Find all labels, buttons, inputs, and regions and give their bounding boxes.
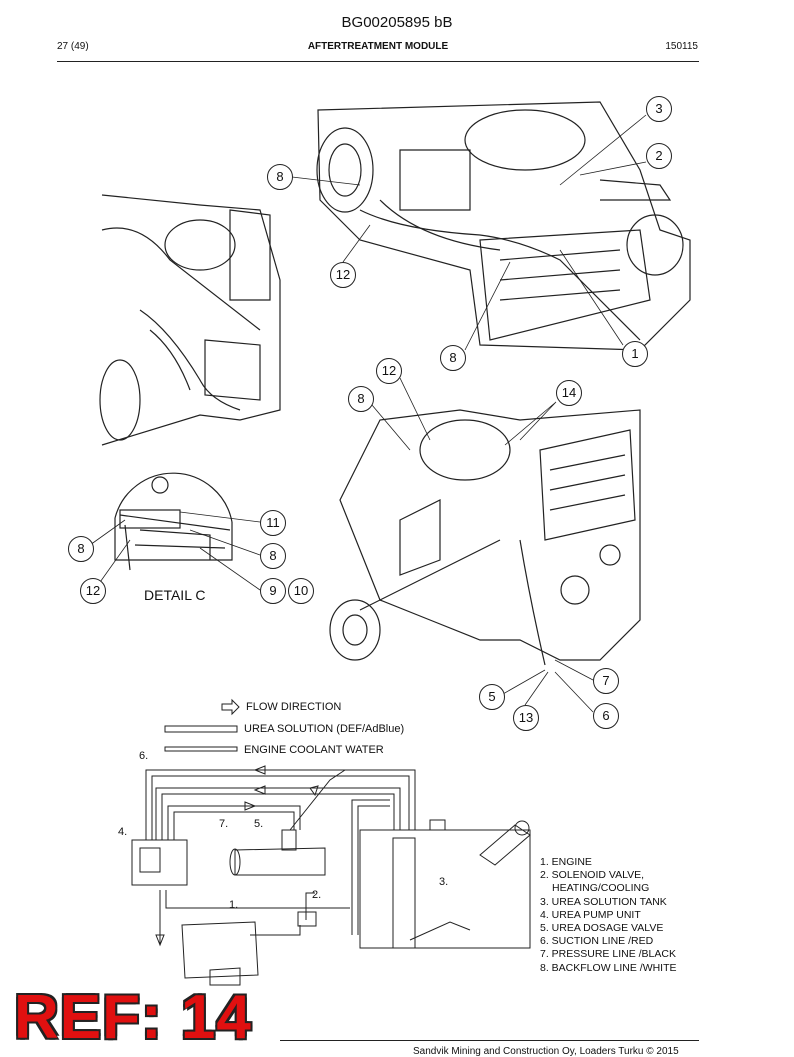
page-title: AFTERTREATMENT MODULE xyxy=(307,41,449,52)
flow-direction-label: FLOW DIRECTION xyxy=(246,701,342,713)
engine-illustration-middle xyxy=(329,409,641,666)
urea-line-swatch xyxy=(164,725,238,733)
callout-9: 9 xyxy=(260,578,286,604)
engine-illustration-left xyxy=(99,194,281,446)
schematic-label-5: 5. xyxy=(254,818,264,830)
legend-item: 5. UREA DOSAGE VALVE xyxy=(540,922,664,935)
legend-item: 3. UREA SOLUTION TANK xyxy=(540,895,667,908)
urea-solution-label: UREA SOLUTION (DEF/AdBlue) xyxy=(244,723,405,735)
header-rule xyxy=(57,61,699,62)
legend-item: 8. BACKFLOW LINE /WHITE xyxy=(540,961,677,974)
callout-5: 5 xyxy=(479,684,505,710)
urea-tank-shape xyxy=(359,829,531,949)
legend-item: 2. SOLENOID VALVE, xyxy=(540,869,645,882)
engine-block-shape xyxy=(181,921,259,979)
callout-10: 10 xyxy=(288,578,314,604)
legend-item: 6. SUCTION LINE /RED xyxy=(540,935,654,948)
callout-2: 2 xyxy=(646,143,672,169)
callout-8: 8 xyxy=(348,386,374,412)
legend-item: HEATING/COOLING xyxy=(552,882,650,895)
detail-c-illustration xyxy=(114,472,233,571)
flow-schematic xyxy=(131,765,531,986)
callout-12: 12 xyxy=(376,358,402,384)
schematic-label-1: 1. xyxy=(229,899,239,911)
coolant-water-label: ENGINE COOLANT WATER xyxy=(244,744,384,756)
footer-copyright: Sandvik Mining and Construction Oy, Load… xyxy=(413,1046,679,1057)
document-code: 150115 xyxy=(665,41,698,52)
legend-item: 7. PRESSURE LINE /BLACK xyxy=(540,948,676,961)
callout-12: 12 xyxy=(80,578,106,604)
page-number: 27 (49) xyxy=(57,41,89,52)
callout-8: 8 xyxy=(260,543,286,569)
footer-rule xyxy=(280,1040,699,1041)
callout-8: 8 xyxy=(68,536,94,562)
detail-c-label: DETAIL C xyxy=(144,587,206,603)
schematic-label-2: 2. xyxy=(312,889,322,901)
callout-13: 13 xyxy=(513,705,539,731)
flow-arrow-icon xyxy=(221,698,240,716)
schematic-label-6: 6. xyxy=(139,750,149,762)
schematic-label-3: 3. xyxy=(439,876,449,888)
component-legend: 1. ENGINE 2. SOLENOID VALVE, HEATING/COO… xyxy=(540,856,677,975)
engine-illustration-top xyxy=(316,101,691,351)
legend-item: 4. UREA PUMP UNIT xyxy=(540,908,641,921)
callout-7: 7 xyxy=(593,668,619,694)
callout-14: 14 xyxy=(556,380,582,406)
schematic-label-7: 7. xyxy=(219,818,229,830)
callout-8: 8 xyxy=(267,164,293,190)
ref-stamp: REF: 14 xyxy=(14,983,252,1052)
legend-item: 1. ENGINE xyxy=(540,856,592,868)
callout-12: 12 xyxy=(330,262,356,288)
schematic-label-4: 4. xyxy=(118,826,128,838)
pump-unit-shape xyxy=(131,839,188,886)
flow-key-glyphs xyxy=(164,698,240,752)
document-id: BG00205895 bB xyxy=(341,14,453,31)
coolant-line-swatch xyxy=(164,746,238,752)
callout-1: 1 xyxy=(622,341,648,367)
callout-8: 8 xyxy=(440,345,466,371)
callout-11: 11 xyxy=(260,510,286,536)
callout-6: 6 xyxy=(593,703,619,729)
callout-3: 3 xyxy=(646,96,672,122)
